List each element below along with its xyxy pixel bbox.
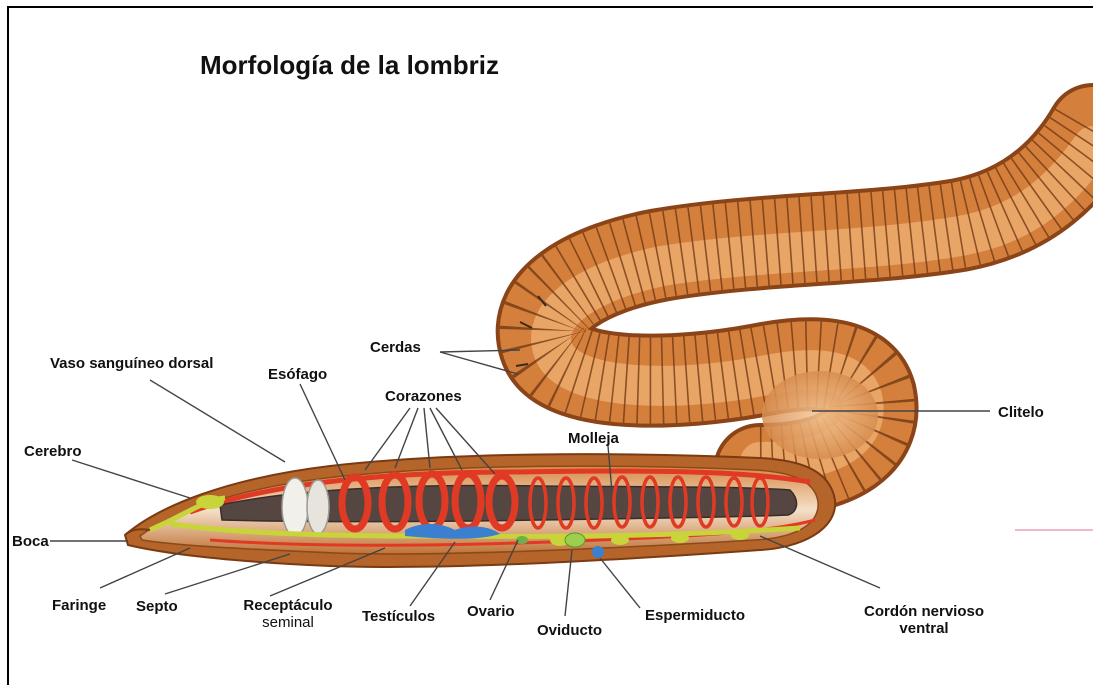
label-cordon-line2: ventral [856,620,992,637]
worm-cutaway-body [125,454,835,567]
label-cordon-nervioso-ventral: Cordón nervioso ventral [856,603,992,637]
label-clitelo: Clitelo [998,404,1044,421]
label-boca: Boca [12,533,49,550]
label-esofago: Esófago [268,366,327,383]
label-ovario: Ovario [467,603,515,620]
label-receptaculo-line2: seminal [240,614,336,631]
label-receptaculo-line1: Receptáculo [243,597,332,614]
label-molleja: Molleja [568,430,619,447]
label-faringe: Faringe [52,597,106,614]
label-espermiducto: Espermiducto [645,607,745,624]
label-cordon-line1: Cordón nervioso [864,603,984,620]
label-testiculos: Testículos [362,608,435,625]
label-oviducto: Oviducto [537,622,602,639]
diagram-title: Morfología de la lombriz [200,50,499,81]
label-septo: Septo [136,598,178,615]
label-vaso-sanguineo-dorsal: Vaso sanguíneo dorsal [50,355,213,372]
label-cerdas: Cerdas [370,339,421,356]
label-cerebro: Cerebro [24,443,82,460]
label-corazones: Corazones [385,388,462,405]
label-receptaculo-seminal: Receptáculo seminal [240,597,336,631]
